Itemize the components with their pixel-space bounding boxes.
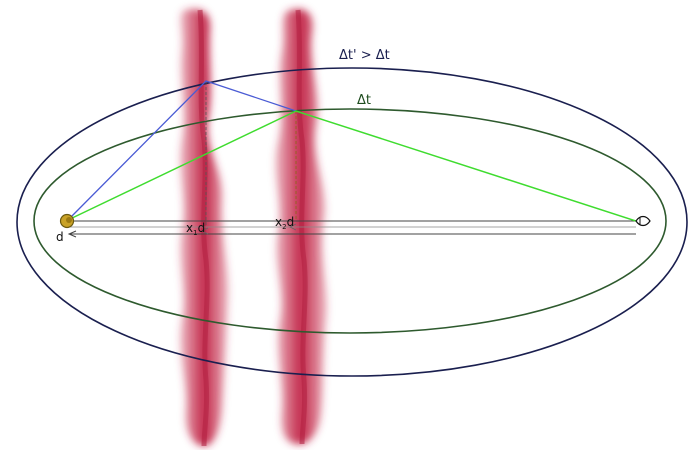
- outer-ellipse-label: Δt' > Δt: [339, 48, 390, 63]
- green-scattered-path: [67, 110, 637, 222]
- source-label: d: [56, 230, 64, 244]
- scattering-screen-1: [180, 8, 229, 447]
- eye-icon: [635, 215, 651, 227]
- outer-ellipse-delay-contour: [16, 67, 688, 377]
- source-disk-icon: [59, 213, 75, 229]
- inner-ellipse-delay-contour: [33, 108, 667, 334]
- inner-ellipse-label: Δt: [357, 93, 371, 108]
- blue-scattered-path: [67, 80, 297, 221]
- x1-label: x1d: [186, 221, 205, 237]
- line-of-sight-axis: [67, 220, 636, 238]
- x2-label: x2d: [275, 215, 294, 231]
